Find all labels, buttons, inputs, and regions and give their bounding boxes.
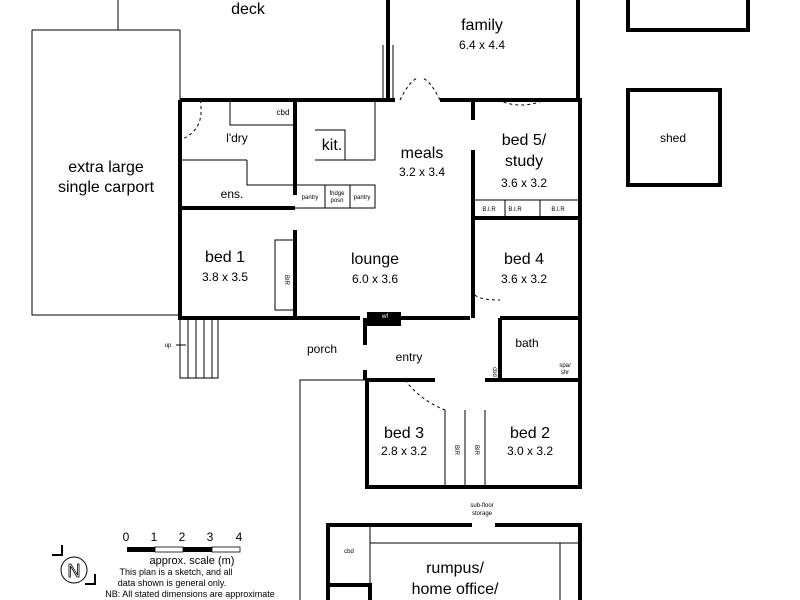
scale-bar	[127, 546, 241, 553]
scale-tick-3: 3	[207, 530, 214, 544]
room-carport-line2: single carport	[58, 179, 155, 196]
room-bed5-dims: 3.6 x 3.2	[501, 176, 547, 190]
deck-window	[382, 45, 394, 100]
stairs-up-label: up	[165, 343, 172, 349]
room-kitchen: kit.	[322, 137, 342, 154]
note-line3: NB: All stated dimensions are approximat…	[105, 589, 275, 599]
laundry-bench	[229, 100, 295, 126]
room-bed5-line2: study	[505, 153, 543, 170]
note-line2: data shown is general only.	[118, 578, 226, 588]
room-lounge: lounge	[351, 251, 399, 268]
subfloor-line1: sub-floor	[470, 503, 493, 509]
room-shed: shed	[660, 131, 686, 145]
room-porch: porch	[307, 342, 337, 356]
bir-bed2: BIR	[473, 445, 479, 456]
bir-bed1: BIR	[283, 275, 289, 286]
pantry-right: pantry	[354, 195, 371, 201]
bir-bed3: BIR	[453, 445, 459, 456]
room-meals-dims: 3.2 x 3.4	[399, 165, 445, 179]
bir-bed5-mid: B.I.R	[508, 207, 522, 213]
room-meals: meals	[401, 145, 444, 162]
fridge-line1: fridge	[329, 191, 345, 197]
room-bed1: bed 1	[205, 249, 245, 266]
room-deck: deck	[231, 1, 266, 18]
north-arrow-icon	[52, 545, 96, 585]
laundry-cbd: cbd	[277, 108, 290, 117]
scale-tick-0: 0	[123, 530, 130, 544]
room-bed3: bed 3	[384, 425, 424, 442]
deck-outline	[117, 0, 181, 100]
room-bed5-line1: bed 5/	[502, 132, 547, 149]
stairs	[187, 318, 213, 378]
room-bed2: bed 2	[510, 425, 550, 442]
scale-label: approx. scale (m)	[150, 555, 235, 567]
ensuite-walls	[180, 159, 376, 209]
scale-tick-1: 1	[151, 530, 158, 544]
kitchen-counter	[315, 100, 376, 161]
bath-cbd: cbd	[491, 367, 497, 377]
bir-bed5	[473, 199, 580, 218]
bir-bed1	[274, 239, 296, 311]
door-swings	[179, 99, 546, 411]
porch-outline	[179, 318, 365, 600]
room-ensuite: ens.	[221, 187, 244, 201]
bir-bed5-left: B.I.R	[482, 207, 496, 213]
shed-walls	[626, 88, 722, 187]
scale-tick-2: 2	[179, 530, 186, 544]
bir-bed5-right: B.I.R	[551, 207, 565, 213]
room-laundry: l'dry	[226, 131, 248, 145]
fridge-line2: posn	[330, 198, 343, 204]
room-rumpus-line1: rumpus/	[426, 560, 484, 577]
family-door-swing	[399, 77, 441, 101]
rumpus-inner	[369, 525, 580, 600]
room-bed2-dims: 3.0 x 3.2	[507, 444, 553, 458]
room-family: family	[461, 17, 503, 34]
room-rumpus-line2: home office/	[412, 581, 499, 598]
room-carport-line1: extra large	[68, 159, 144, 176]
wood-fire	[367, 312, 401, 326]
north-label: N	[68, 561, 81, 581]
rumpus-cbd: cbd	[344, 549, 354, 555]
bath-outer-wall	[500, 316, 582, 390]
scale-tick-4: 4	[236, 530, 243, 544]
room-bed4: bed 4	[504, 251, 544, 268]
note-line1: This plan is a sketch, and all	[119, 567, 232, 577]
pantry-walls	[295, 184, 375, 208]
room-lounge-dims: 6.0 x 3.6	[352, 272, 398, 286]
subfloor-line2: storage	[472, 511, 493, 517]
pantry-left: pantry	[302, 195, 319, 201]
east-interior-walls	[471, 100, 580, 380]
carport-outline	[31, 29, 180, 316]
spa-line2: shr	[561, 370, 569, 376]
room-bath: bath	[515, 336, 538, 350]
main-outer-walls	[178, 98, 582, 320]
spa-line1: spa/	[559, 363, 571, 369]
room-bed1-dims: 3.8 x 3.5	[202, 270, 248, 284]
room-bed3-dims: 2.8 x 3.2	[381, 444, 427, 458]
bir-walls	[444, 410, 486, 487]
outbuilding-walls	[626, 0, 750, 32]
room-bed4-dims: 3.6 x 3.2	[501, 272, 547, 286]
room-family-dims: 6.4 x 4.4	[459, 38, 505, 52]
room-entry: entry	[396, 350, 423, 364]
wf-label: wf	[381, 314, 388, 320]
